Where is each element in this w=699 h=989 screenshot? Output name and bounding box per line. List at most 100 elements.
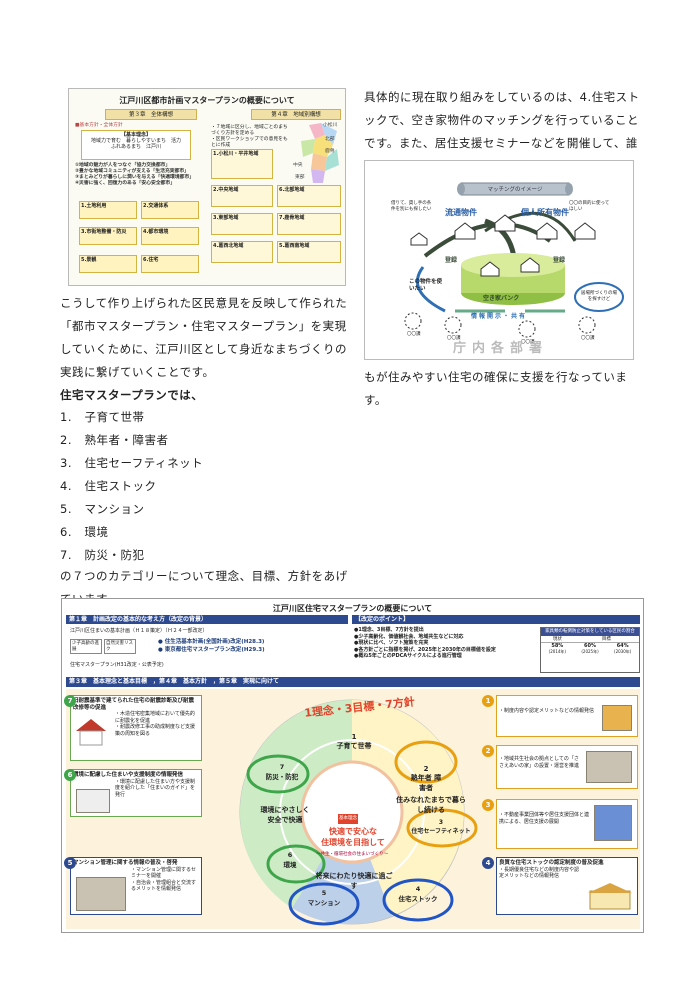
fig3-plan-bottom: 住宅マスタープラン(H31改定・公表予定) xyxy=(70,662,164,668)
fig3-seg-num: 6 xyxy=(287,851,293,859)
list-item: 7. 防災・防犯 xyxy=(60,548,145,562)
fig3-point: ●概ね5年ごとのPDCAサイクルによる進行管理 xyxy=(354,653,462,659)
list-item: 5. マンション xyxy=(60,502,145,516)
certificate-image xyxy=(602,705,632,731)
fig3-point: ●現状に比べ、ソフト施策を充実 xyxy=(354,640,429,646)
note-left: 借りて、貸し手の条件を別にも探したい xyxy=(391,201,432,212)
fig3-left-box-title: 環境に配慮した住まいや支援制度の情報発信 xyxy=(73,772,184,778)
house-icon xyxy=(76,719,106,746)
fig3-sec1: 第１章 計画改定の基本的な考え方（改定の背景） xyxy=(66,615,348,624)
list-item-label: 熟年者・障害者 xyxy=(84,433,169,447)
fig1-left-item-label: 4.都市環境 xyxy=(143,229,169,235)
fig1-goal: ②豊かな地域コミュニティが支える「生活充実都市」 xyxy=(75,169,189,174)
matching-diagram xyxy=(404,182,624,338)
fig1-philosophy-small: ■基本方針・全体方針 xyxy=(75,123,123,128)
bank-label: 空き家バンク xyxy=(483,295,520,302)
fig3-seg: 2 熟年者 障害者 xyxy=(408,765,444,793)
matching-title: マッチングのイメージ xyxy=(487,187,543,193)
fig3-goal1: 住みなれたまちで暮らし続ける xyxy=(396,796,466,814)
fig3-table-year: (2025年) xyxy=(581,648,599,654)
fig3-left-box-title: マンション管理に関する情報の普及・啓発 xyxy=(73,860,178,866)
fig1-left-item: 6.住宅 xyxy=(141,255,199,273)
guide-booklet-image xyxy=(76,789,110,813)
fig1-right-item: 3.東部地域 xyxy=(211,213,273,235)
list-item: 3. 住宅セーフティネット xyxy=(60,456,204,470)
badge-1: 1 xyxy=(482,695,494,707)
fig3-seg-num: 5 xyxy=(321,889,327,897)
housing-plan-figure: 江戸川区住宅マスタープランの概要について 第１章 計画改定の基本的な考え方（改定… xyxy=(61,598,644,933)
matching-figure: マッチングのイメージ 流通物件 個人所有物件 借りて、貸し手の条件を別にも探した… xyxy=(364,160,634,360)
fig1-left-item-label: 3.市街地整備・防災 xyxy=(81,229,127,235)
fig3-table-head: 現状 xyxy=(552,636,562,642)
fig3-right-box-item: ・制度内容や認定メリットなどの情報発信 xyxy=(499,708,595,714)
fig3-seg: 7 防災・防犯 xyxy=(258,763,306,781)
fig3-right-box-title: 良質な住宅ストックの認定制度の普及促進 xyxy=(499,860,604,866)
fig3-left-box-item: ・耐震改修工事の助成制度など支援策の周知を図る xyxy=(115,724,196,737)
kono-label: この物件を使いたい xyxy=(409,279,443,292)
fig3-plan-label: 江戸川区住まいの基本計画（Ｈ１８策定）（Ｈ２４一部改定） xyxy=(70,628,208,634)
fig1-left-item: 1.土地利用 xyxy=(79,201,137,219)
community-photo xyxy=(586,751,632,783)
fig1-right-item: 7.鹿骨地域 xyxy=(277,213,341,235)
fig1-area-map xyxy=(301,123,339,183)
fig1-philosophy-label: 【基本理念】 xyxy=(120,132,151,138)
circle-label: 〇〇課 xyxy=(447,336,461,341)
list-item: 4. 住宅ストック xyxy=(60,479,157,493)
seminar-photo xyxy=(76,877,126,911)
fig3-left-box-item: ・環境に配慮した住まい方や支援制度を紹介した「住まいのガイド」を発行 xyxy=(115,778,196,798)
fig3-point: ●少子高齢化、価値観社会、地域共生などに対応 xyxy=(354,633,464,640)
toroku-label: 登録 xyxy=(553,257,566,264)
note-right: 〇〇の目的に使ってほしい xyxy=(569,201,610,212)
fig1-area-label: 鹿骨 xyxy=(325,149,335,154)
fig3-left-box-item: ・木造住宅密集地域において優先的に耐震化を促進 xyxy=(115,711,195,724)
fig3-table-val: 58% xyxy=(551,642,564,649)
left-paragraph: こうして作り上げられた区民意見を反映して作られた「都市マスタープラン・住宅マスタ… xyxy=(60,296,348,379)
fig3-seg: 5 マンション xyxy=(300,889,348,907)
fig1-title: 江戸川区都市計画マスタープランの概要について xyxy=(119,96,295,105)
badge-5: 5 xyxy=(64,857,76,869)
fig1-left-item: 3.市街地整備・防災 xyxy=(79,227,137,245)
fig1-area-label: 小松川 xyxy=(323,123,338,128)
fig3-seg-label: 防災・防犯 xyxy=(265,773,299,781)
fig3-shoushi: 少子高齢の進展 xyxy=(70,639,102,654)
joho-label: 情報開示・共有 xyxy=(471,313,528,320)
fig3-center-1: 快適で安心な xyxy=(329,827,377,836)
toroku-label: 登録 xyxy=(445,257,458,264)
fig3-sec3: 第３章 基本理念と基本目標 ，第４章 基本方針 ，第５章 実現に向けて xyxy=(66,677,640,687)
circle-label: 〇〇課 xyxy=(521,340,535,345)
fig1-right-item-label: 1.小松川・平井地域 xyxy=(213,151,259,157)
fig3-table-title: 家具類の転倒防止対策をしている区民の割合 xyxy=(541,628,639,636)
fig3-center-sub: ～共生・循環社会の住まいづくり～ xyxy=(316,852,388,857)
fig3-table-year: (2014年) xyxy=(548,648,566,654)
badge-4: 4 xyxy=(482,857,494,869)
housing-building-icon xyxy=(588,883,632,910)
fig3-seg-label: 子育て世帯 xyxy=(336,742,372,750)
fig3-sec-point: 【改定のポイント】 xyxy=(352,615,640,624)
urban-plan-figure: 江戸川区都市計画マスタープランの概要について 第３章 全体構想 第４章 地域別構… xyxy=(68,88,346,286)
fig3-table-val: 60% xyxy=(584,642,596,649)
fig1-ch4-point: ・区民ワークショップでの意見をもとに作成 xyxy=(211,137,288,148)
badge-2: 2 xyxy=(482,745,494,757)
fig3-points: ●1理念、3目標、7方針を提出 ●少子高齢化、価値観社会、地域共生などに対応 ●… xyxy=(354,627,534,660)
fig1-goals: ①地域の魅力が人をつなぐ「協力交換都市」 ②豊かな地域コミュニティが支える「生活… xyxy=(75,163,199,187)
right-paragraph: 具体的に現在取り組みをしているのは、4.住宅ストックで、空き家物件のマッチングを… xyxy=(364,90,640,150)
list-item-label: 防災・防犯 xyxy=(84,548,145,562)
fig3-seg-num: 3 xyxy=(438,819,444,826)
fig3-point: ●1理念、3目標、7方針を提出 xyxy=(354,627,424,633)
fig1-area-label: 東部 xyxy=(295,175,305,180)
fig3-right-box-item: ・不動産事業団体等や居住支援団体と連携による、居住支援の展開 xyxy=(499,812,590,825)
fig1-right-item: 6.北部地域 xyxy=(277,185,341,207)
fig3-point: ●各方針ごとに指標を掲げ、2025年と2030年の目標値を設定 xyxy=(354,646,496,653)
fig1-ch4-point: ・７地域に区分し、地域ごとのまちづくり方針を定める xyxy=(211,125,288,136)
fig3-center-badge: 基本理念 xyxy=(338,814,358,824)
fig1-area-label: 北部 xyxy=(325,137,335,142)
fig3-seg: 1 子育て世帯 xyxy=(336,733,372,751)
ryutsu-label: 流通物件 xyxy=(445,208,477,217)
fig3-left-box-item: ・自治会・管理組合と交流するメリットを情報発信 xyxy=(131,879,197,893)
list-item-label: 子育て世帯 xyxy=(84,410,145,424)
fig1-left-item-label: 6.住宅 xyxy=(143,257,159,263)
fig1-left-item-label: 2.交通体系 xyxy=(143,203,169,209)
fig3-goal3: 環境にやさしく安全で快適 xyxy=(260,806,310,824)
fig1-ch3-header: 第３章 全体構想 xyxy=(105,109,197,120)
fig3-center-2: 住環境を目指して xyxy=(321,838,385,847)
